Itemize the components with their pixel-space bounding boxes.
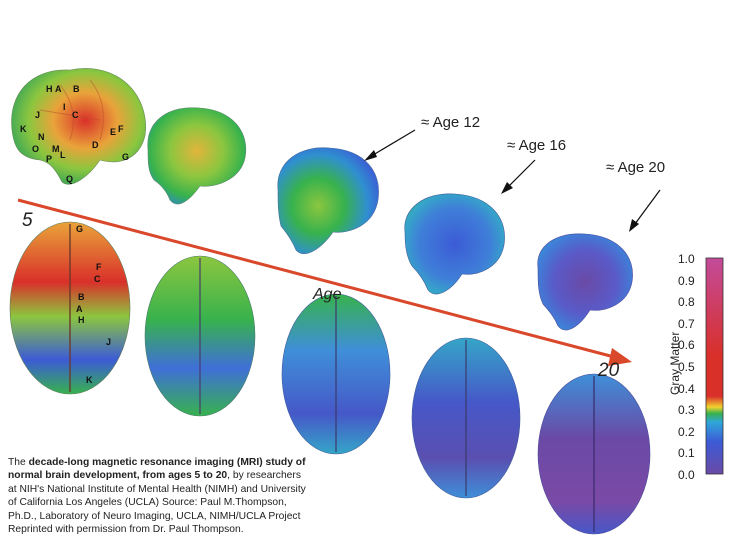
gray-matter-colorbar (705, 257, 724, 475)
svg-text:C: C (72, 110, 79, 120)
brain-top-age-20 (537, 373, 651, 535)
figure-caption: The decade-long magnetic resonance imagi… (8, 456, 308, 536)
svg-text:F: F (118, 124, 124, 134)
brain-lateral-age-16 (404, 193, 505, 295)
svg-text:A: A (55, 84, 62, 94)
svg-text:A: A (76, 304, 83, 314)
brain-top-age-16 (411, 337, 521, 499)
colorbar-tick-label: 0.2 (678, 424, 695, 439)
svg-text:E: E (110, 127, 116, 137)
age-arrow-head (608, 348, 632, 366)
age-end-label: 20 (598, 360, 620, 381)
svg-text:K: K (86, 375, 93, 385)
pointer-arrow-age-20 (631, 189, 661, 229)
colorbar-tick-label: 0.7 (678, 316, 695, 331)
svg-text:F: F (96, 262, 102, 272)
svg-text:L: L (60, 150, 66, 160)
colorbar-tick-label: 0.4 (678, 381, 695, 396)
svg-text:H: H (78, 315, 85, 325)
colorbar-tick-label: 0.6 (678, 338, 695, 353)
svg-text:Q: Q (66, 174, 73, 184)
svg-text:N: N (38, 132, 45, 142)
pointer-arrow-age-12 (367, 129, 416, 159)
brain-lateral-age-8 (147, 107, 247, 205)
label-age-12: ≈ Age 12 (421, 114, 481, 131)
brain-top-age-8 (144, 255, 256, 417)
label-age-16: ≈ Age 16 (507, 137, 567, 154)
brain-lateral-age-12 (277, 147, 379, 254)
colorbar-tick-label: 1.0 (678, 252, 695, 266)
svg-text:B: B (73, 84, 80, 94)
age-axis-label: Age (313, 286, 342, 303)
svg-text:G: G (76, 224, 83, 234)
svg-text:H: H (46, 84, 53, 94)
age-start-label: 5 (22, 210, 33, 231)
colorbar-tick-label: 0.9 (678, 273, 695, 288)
label-age-20: ≈ Age 20 (606, 159, 666, 176)
svg-text:M: M (52, 144, 60, 154)
svg-text:I: I (63, 102, 66, 112)
svg-text:G: G (122, 152, 129, 162)
caption-text-1: The (8, 457, 29, 468)
colorbar-tick-label: 0.0 (678, 468, 695, 482)
colorbar-tick-label: 0.8 (678, 295, 695, 310)
colorbar-tick-label: 0.3 (678, 403, 695, 418)
brain-top-age-12 (281, 293, 391, 455)
colorbar-tick-label: 0.5 (678, 360, 695, 374)
svg-text:J: J (106, 337, 111, 347)
colorbar-tick-label: 0.1 (678, 446, 695, 461)
colorbar-title: Gray Matter (668, 331, 682, 395)
svg-text:J: J (35, 110, 40, 120)
svg-text:O: O (32, 144, 39, 154)
caption-bold-text: decade-long magnetic resonance imaging (… (8, 457, 306, 482)
caption-text-2: , by researchers at NIH's National Insti… (8, 470, 306, 536)
svg-text:B: B (78, 292, 85, 302)
svg-text:D: D (92, 140, 99, 150)
svg-text:K: K (20, 124, 27, 134)
age-arrow-line (17, 198, 619, 360)
svg-text:P: P (46, 154, 52, 164)
brain-lateral-age-20 (537, 233, 633, 331)
svg-text:C: C (94, 274, 101, 284)
